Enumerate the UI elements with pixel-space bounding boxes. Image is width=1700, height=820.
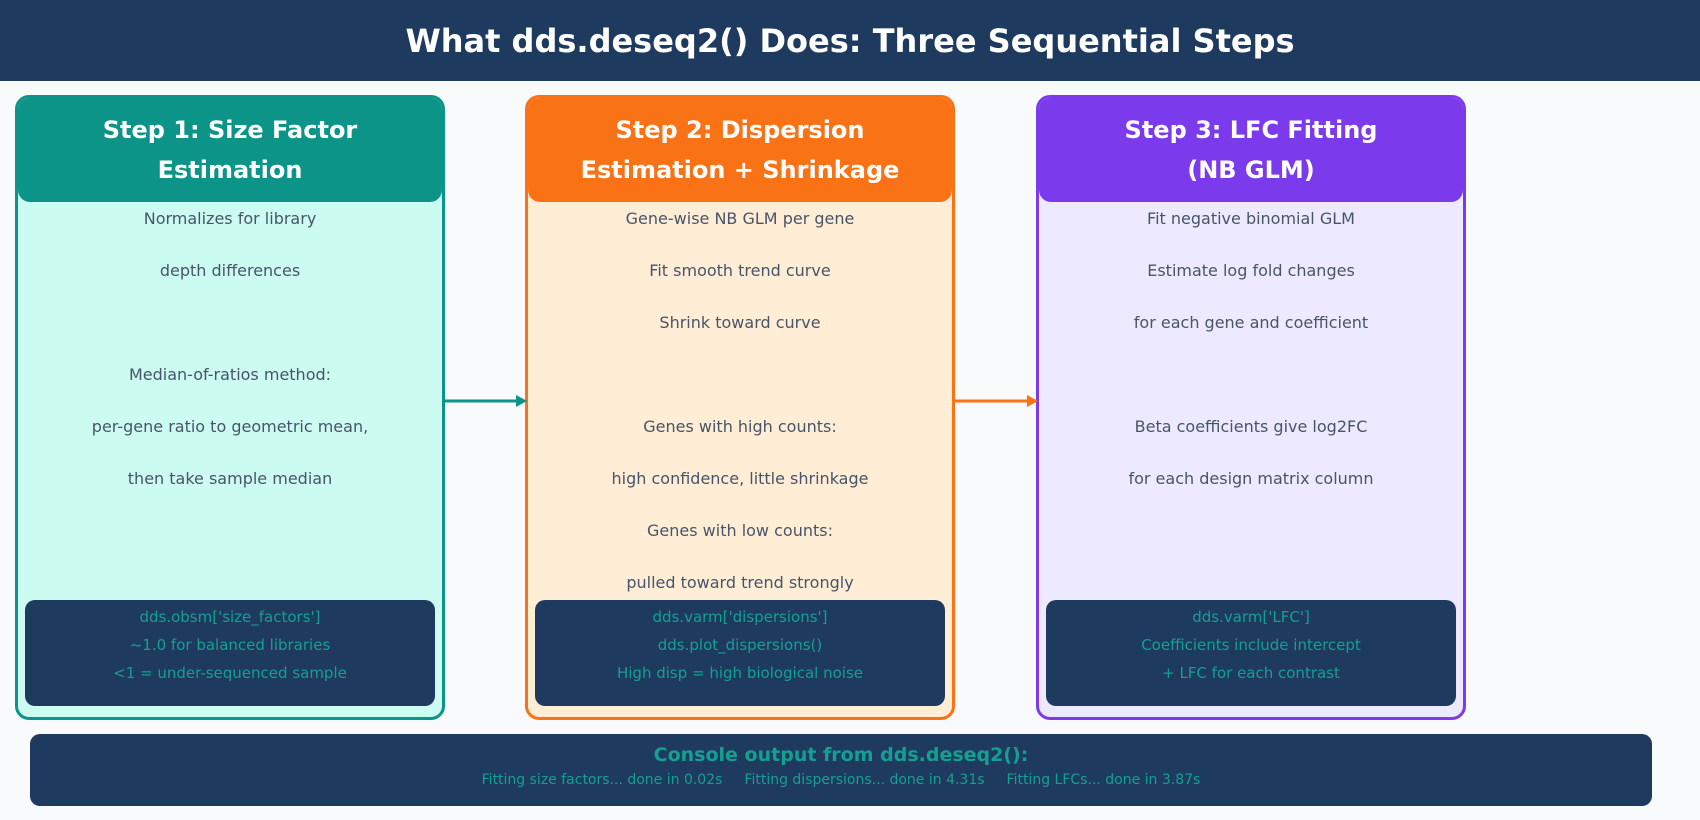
step-1-code-box: dds.obsm['size_factors'] ~1.0 for balanc… bbox=[25, 600, 435, 706]
step-2-header: Step 2: Dispersion Estimation + Shrinkag… bbox=[528, 98, 952, 202]
step-3-body: Fit negative binomial GLM Estimate log f… bbox=[1039, 206, 1463, 518]
step-3-title-line-2: (NB GLM) bbox=[1187, 156, 1315, 184]
step-3-code-box: dds.varm['LFC'] Coefficients include int… bbox=[1046, 600, 1456, 706]
step-2-title-line-1: Step 2: Dispersion bbox=[615, 116, 865, 144]
console-output-panel: Console output from dds.deseq2(): Fittin… bbox=[30, 734, 1652, 806]
step-1-card: Step 1: Size Factor Estimation Normalize… bbox=[15, 95, 445, 720]
step-1-header: Step 1: Size Factor Estimation bbox=[18, 98, 442, 202]
step-2-body-line: Fit smooth trend curve bbox=[649, 261, 831, 280]
step-3-body-line: for each design matrix column bbox=[1128, 469, 1374, 488]
step-2-body-line: Gene-wise NB GLM per gene bbox=[625, 209, 855, 228]
step-2-card: Step 2: Dispersion Estimation + Shrinkag… bbox=[525, 95, 955, 720]
header-bar: What dds.deseq2() Does: Three Sequential… bbox=[0, 0, 1700, 81]
step-1-title-line-1: Step 1: Size Factor bbox=[102, 116, 358, 144]
step-2-title-line-2: Estimation + Shrinkage bbox=[580, 156, 900, 184]
step-2-body: Gene-wise NB GLM per gene Fit smooth tre… bbox=[528, 206, 952, 622]
step-1-title-line-2: Estimation bbox=[157, 156, 303, 184]
step-2-code-line: dds.varm['dispersions'] bbox=[652, 608, 828, 626]
step-2-body-line: Genes with high counts: bbox=[643, 417, 837, 436]
step-2-code-line: High disp = high biological noise bbox=[616, 664, 863, 682]
step-3-header: Step 3: LFC Fitting (NB GLM) bbox=[1039, 98, 1463, 202]
step-2-body-line: high confidence, little shrinkage bbox=[611, 469, 869, 488]
step-3-code-line: dds.varm['LFC'] bbox=[1192, 608, 1310, 626]
step-1-body: Normalizes for library depth differences… bbox=[18, 206, 442, 518]
step-3-title-line-1: Step 3: LFC Fitting bbox=[1124, 116, 1378, 144]
step-2-body-line: Shrink toward curve bbox=[659, 313, 821, 332]
step-3-code-line: Coefficients include intercept bbox=[1141, 636, 1361, 654]
console-line: Fitting LFCs... done in 3.87s bbox=[1006, 772, 1201, 788]
step-2-body-line: pulled toward trend strongly bbox=[626, 573, 854, 592]
step-3-body-line: for each gene and coefficient bbox=[1133, 313, 1369, 332]
step-3-body-line: Beta coefficients give log2FC bbox=[1134, 417, 1368, 436]
step-3-code-line: + LFC for each contrast bbox=[1162, 664, 1340, 682]
step-3-card: Step 3: LFC Fitting (NB GLM) Fit negativ… bbox=[1036, 95, 1466, 720]
step-1-body-line: Normalizes for library bbox=[143, 209, 317, 228]
page-title: What dds.deseq2() Does: Three Sequential… bbox=[405, 21, 1295, 60]
console-lines: Fitting size factors... done in 0.02s Fi… bbox=[482, 772, 1201, 788]
step-2-body-line: Genes with low counts: bbox=[647, 521, 833, 540]
console-line: Fitting dispersions... done in 4.31s bbox=[744, 772, 985, 788]
arrow-step1-to-step2 bbox=[445, 395, 527, 407]
step-3-body-line: Estimate log fold changes bbox=[1147, 261, 1355, 280]
step-1-body-line: then take sample median bbox=[127, 469, 333, 488]
step-1-body-line: per-gene ratio to geometric mean, bbox=[91, 417, 369, 436]
step-1-code-line: dds.obsm['size_factors'] bbox=[139, 608, 321, 626]
arrow-step2-to-step3 bbox=[955, 395, 1038, 407]
step-1-body-line: Median-of-ratios method: bbox=[128, 365, 332, 384]
step-1-code-line: <1 = under-sequenced sample bbox=[113, 664, 347, 682]
step-2-code-box: dds.varm['dispersions'] dds.plot_dispers… bbox=[535, 600, 945, 706]
console-title: Console output from dds.deseq2(): bbox=[653, 744, 1029, 766]
step-1-body-line: depth differences bbox=[159, 261, 301, 280]
step-2-code-line: dds.plot_dispersions() bbox=[657, 636, 823, 654]
step-1-code-line: ~1.0 for balanced libraries bbox=[129, 636, 331, 654]
console-line: Fitting size factors... done in 0.02s bbox=[481, 772, 723, 788]
step-3-body-line: Fit negative binomial GLM bbox=[1147, 209, 1355, 228]
